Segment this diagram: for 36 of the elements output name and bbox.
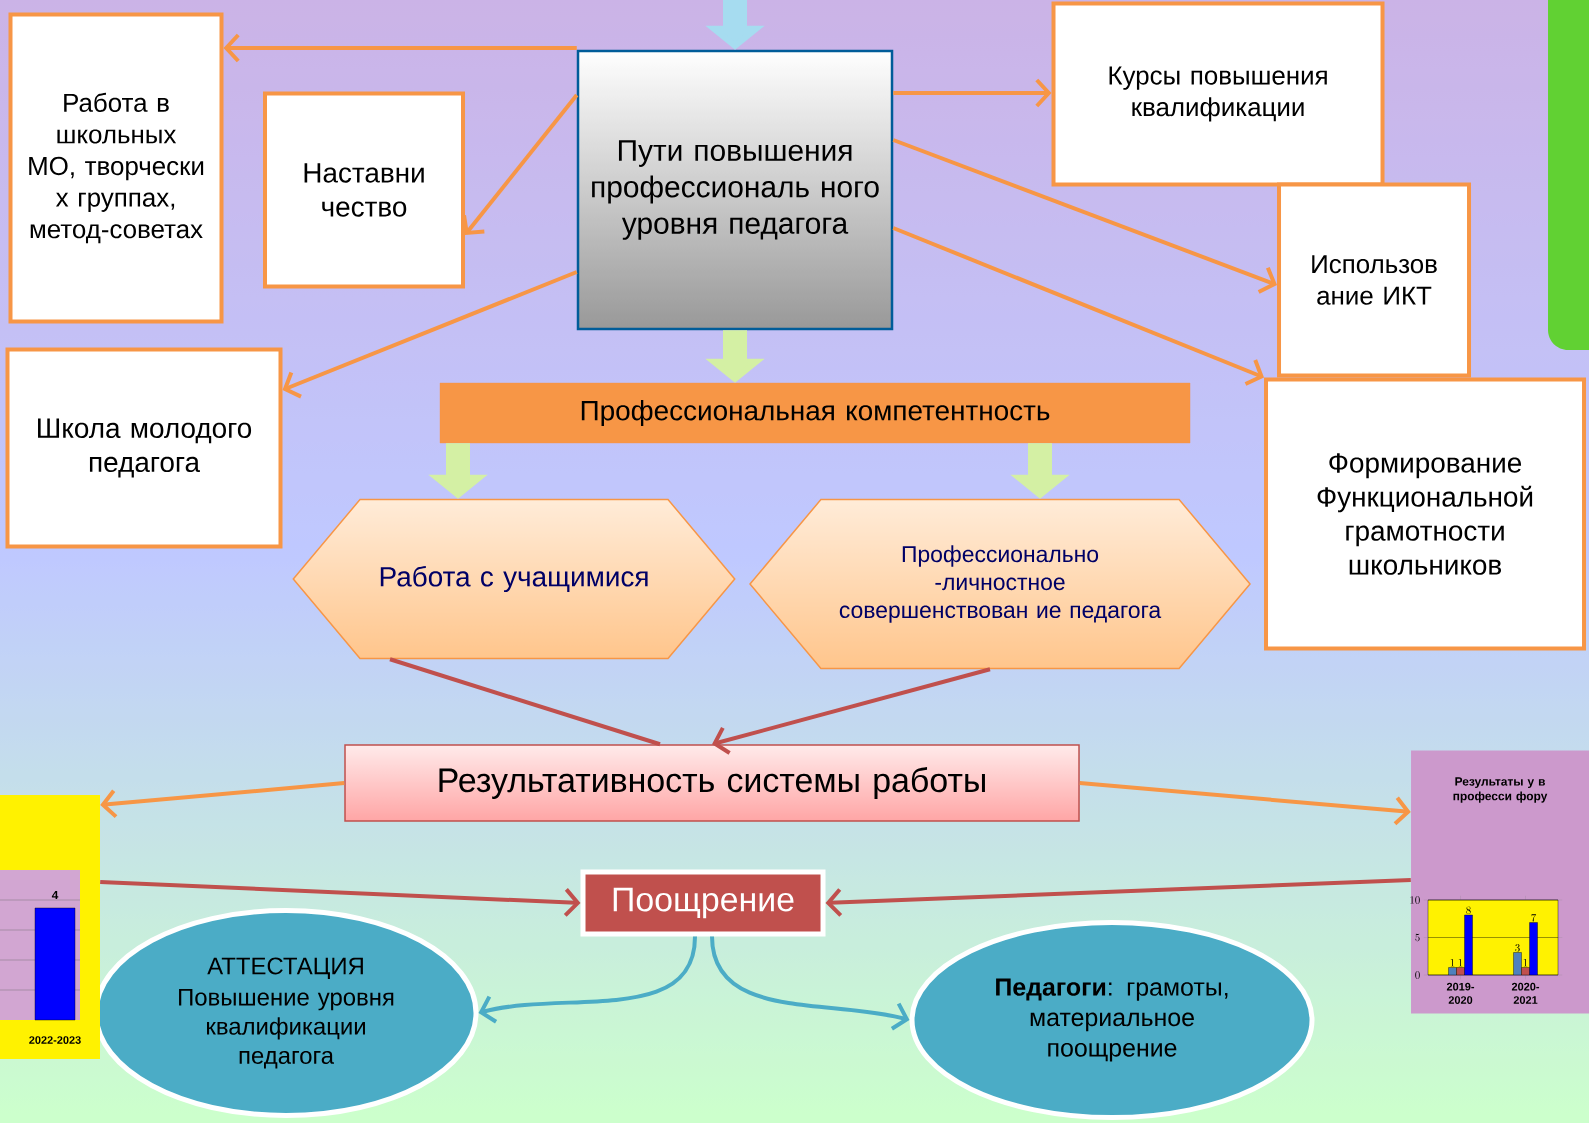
data-label: 7 — [1531, 913, 1537, 922]
arrow — [1079, 781, 1411, 826]
arrow — [892, 138, 1277, 294]
data-label: 1 — [1523, 959, 1528, 967]
arrow — [282, 270, 578, 399]
text-box: Работа в школьных МО, творчески х группах, метод-советах — [8, 12, 224, 324]
arrow — [893, 78, 1052, 108]
data-label: 8 — [1466, 906, 1471, 915]
arrow — [712, 667, 991, 755]
arrow — [478, 936, 697, 1024]
reward-box: Поощрение — [580, 869, 826, 937]
title-box: Пути повышения профессиональ ного уровня педагога — [576, 49, 894, 331]
result-box: Результативность системы работы — [344, 744, 1080, 822]
connector-line — [389, 657, 661, 747]
data-label: 1 — [1450, 959, 1455, 967]
text-box: Школа молодого педагога — [5, 347, 283, 549]
arrow — [892, 226, 1264, 386]
chart-panel: 4 2022-2023 — [0, 795, 100, 1059]
y-tick-label: 0 — [1415, 971, 1420, 979]
arrow — [100, 781, 345, 819]
arrow — [100, 880, 581, 917]
arrow — [825, 878, 1411, 917]
chart-title: Результаты у в професси фору — [1453, 777, 1548, 803]
text-box: Наставни чество — [263, 91, 465, 289]
y-tick-label: 5 — [1415, 933, 1420, 942]
data-label: 3 — [1515, 944, 1520, 952]
x-tick-label: 2019-2020 — [1446, 982, 1475, 1004]
arrow — [223, 33, 577, 63]
text-box: Использов ание ИКТ — [1277, 182, 1471, 378]
y-tick-label: 10 — [1410, 896, 1420, 904]
arrow — [710, 936, 910, 1031]
banner-bar: Профессиональная компетентность — [439, 382, 1191, 444]
data-label: 1 — [1458, 959, 1463, 967]
x-tick-label: 2020-2021 — [1511, 982, 1540, 1004]
text-box: Курсы повышения квалификации — [1051, 1, 1385, 187]
arrow — [462, 93, 579, 235]
